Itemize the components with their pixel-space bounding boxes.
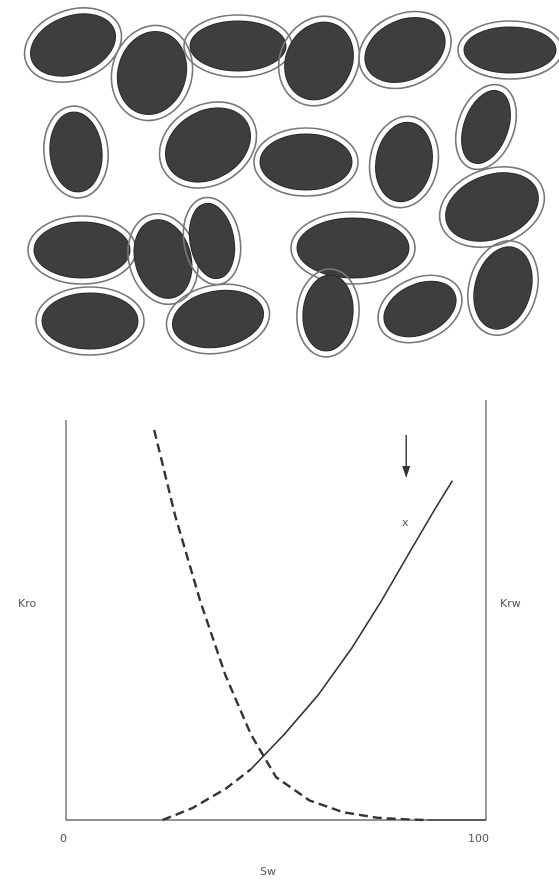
- right-axis-label: Krw: [500, 597, 521, 610]
- grain-core: [22, 3, 125, 88]
- grain-core: [465, 240, 541, 336]
- sand-grain: [363, 111, 446, 213]
- grain-core: [168, 283, 268, 354]
- sand-grain: [293, 266, 362, 359]
- relative-permeability-chart: Kro Krw Sw 0 100 x: [0, 370, 559, 882]
- grain-core: [297, 218, 409, 278]
- sand-grain: [458, 21, 559, 79]
- sand-grain: [28, 216, 136, 284]
- grain-core: [42, 293, 138, 349]
- x-tick-label-0: 0: [60, 832, 67, 845]
- kro-curve-dashed: [154, 430, 427, 820]
- sand-grain: [346, 0, 463, 103]
- sand-grain: [291, 212, 415, 284]
- grain-core: [452, 84, 519, 170]
- grain-core: [369, 118, 438, 207]
- sand-grain: [428, 153, 555, 261]
- grain-core: [34, 222, 130, 278]
- endpoint-label: x: [402, 516, 409, 529]
- grain-core: [272, 11, 366, 111]
- sand-grain: [458, 233, 549, 343]
- grain-core: [260, 134, 352, 190]
- sand-grain: [445, 76, 528, 178]
- down-arrow-icon: [402, 466, 410, 478]
- krw-curve-solid: [251, 481, 453, 770]
- grain-diagram: [0, 0, 559, 370]
- x-axis-label: Sw: [260, 865, 276, 878]
- sand-grain: [184, 15, 292, 77]
- grain-core: [375, 270, 465, 347]
- sand-grain: [264, 3, 374, 119]
- grain-core: [152, 93, 264, 197]
- grain-core: [190, 21, 286, 71]
- sand-grain: [367, 262, 473, 355]
- sand-grain: [36, 287, 144, 355]
- grain-core: [47, 110, 106, 194]
- krw-curve-dashed: [163, 769, 251, 820]
- grain-core: [126, 213, 201, 305]
- sand-grain: [14, 0, 132, 95]
- grain-core: [464, 27, 556, 73]
- sand-grain: [40, 103, 112, 200]
- grain-core: [300, 273, 356, 353]
- left-axis-label: Kro: [18, 597, 36, 610]
- x-tick-label-100: 100: [468, 832, 489, 845]
- sand-grain: [254, 128, 358, 196]
